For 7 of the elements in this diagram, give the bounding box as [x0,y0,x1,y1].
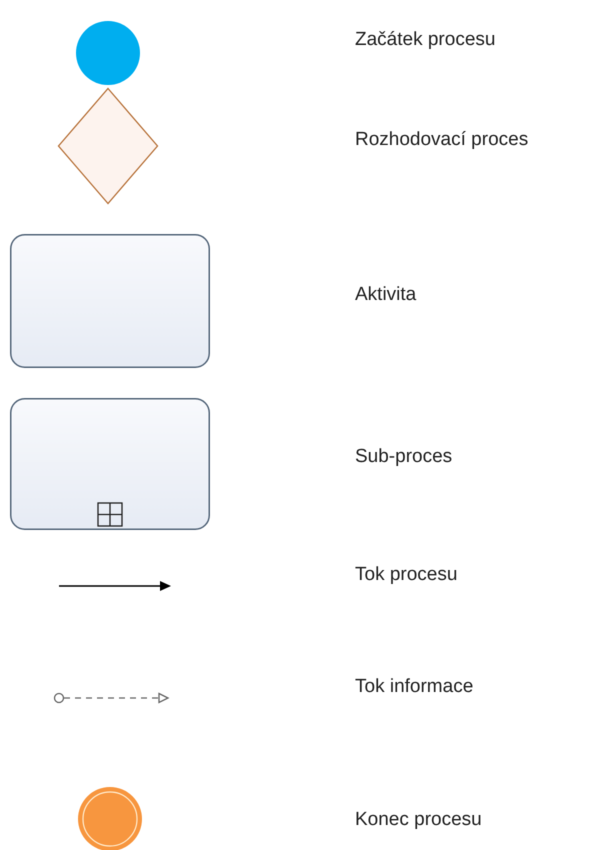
legend-label: Tok informace [355,676,474,698]
legend-label: Rozhodovací proces [355,129,528,151]
legend-label: Začátek procesu [355,29,496,51]
legend-label: Konec procesu [355,809,482,831]
legend-label: Tok procesu [355,564,458,586]
legend-label: Sub-proces [355,446,452,468]
legend-label: Aktivita [355,284,416,306]
